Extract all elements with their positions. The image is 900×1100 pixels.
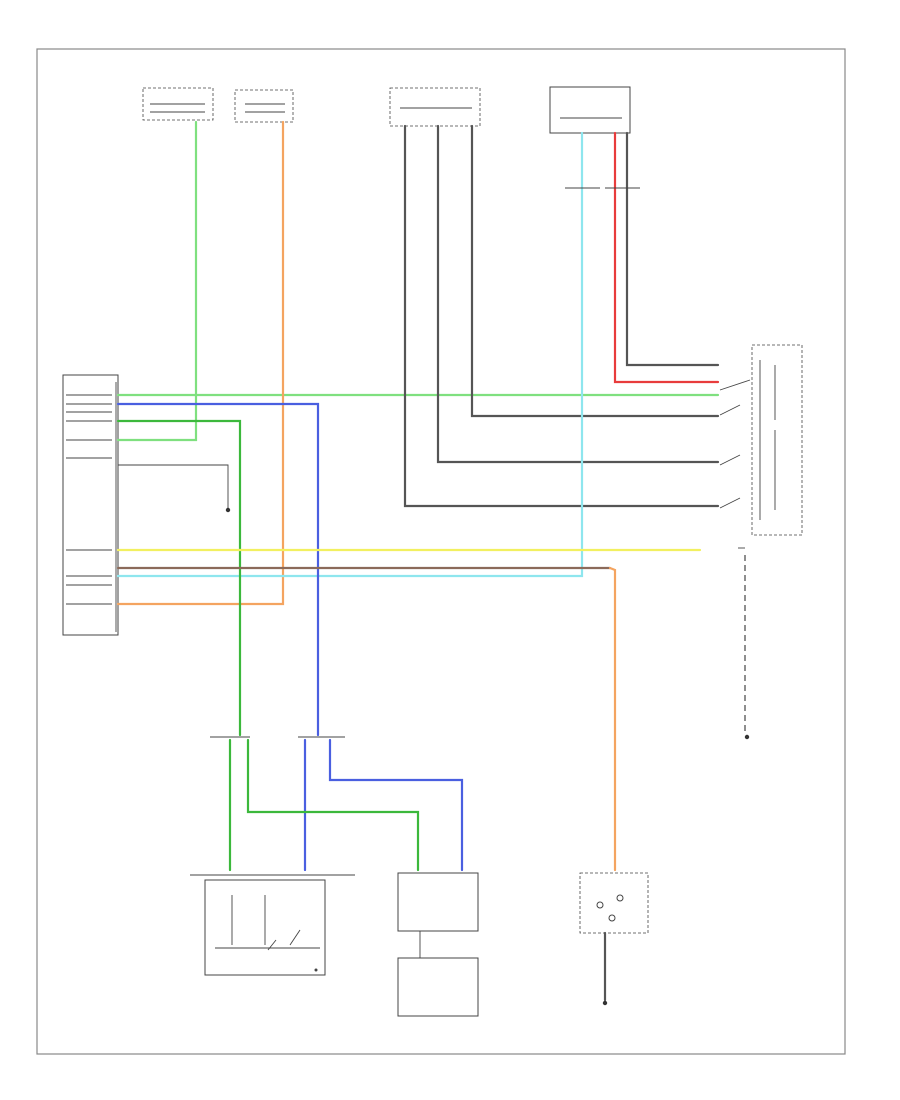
wire-orange-b — [608, 566, 617, 872]
diagram-border — [36, 48, 846, 1055]
top-left-sensor-connector — [142, 87, 214, 121]
instrument-cluster — [190, 874, 355, 976]
right-ground-sensor — [738, 547, 750, 740]
wire-pcm-ground — [118, 464, 229, 508]
top-middle-sensor — [389, 87, 481, 127]
wire-gray-b — [436, 124, 720, 464]
wire-gray-a — [403, 124, 720, 508]
connector-breaks — [210, 187, 640, 738]
top-right-connector — [549, 86, 631, 134]
wire-blue — [116, 402, 464, 872]
pcm-pin-rows — [66, 394, 112, 605]
transmission-solenoid — [579, 872, 649, 934]
wire-gray-c — [470, 124, 720, 418]
pcm-block — [62, 374, 119, 636]
range-switch-assembly — [719, 344, 803, 536]
wire-red — [613, 131, 720, 384]
wire-orange-a — [116, 120, 285, 606]
ignition-switch-connector — [234, 89, 294, 123]
wire-green-a — [116, 120, 198, 442]
wire-cyan — [116, 131, 584, 578]
wire-darkgreen — [116, 419, 420, 872]
wire-dark — [625, 131, 720, 367]
data-link-module — [397, 872, 479, 1017]
